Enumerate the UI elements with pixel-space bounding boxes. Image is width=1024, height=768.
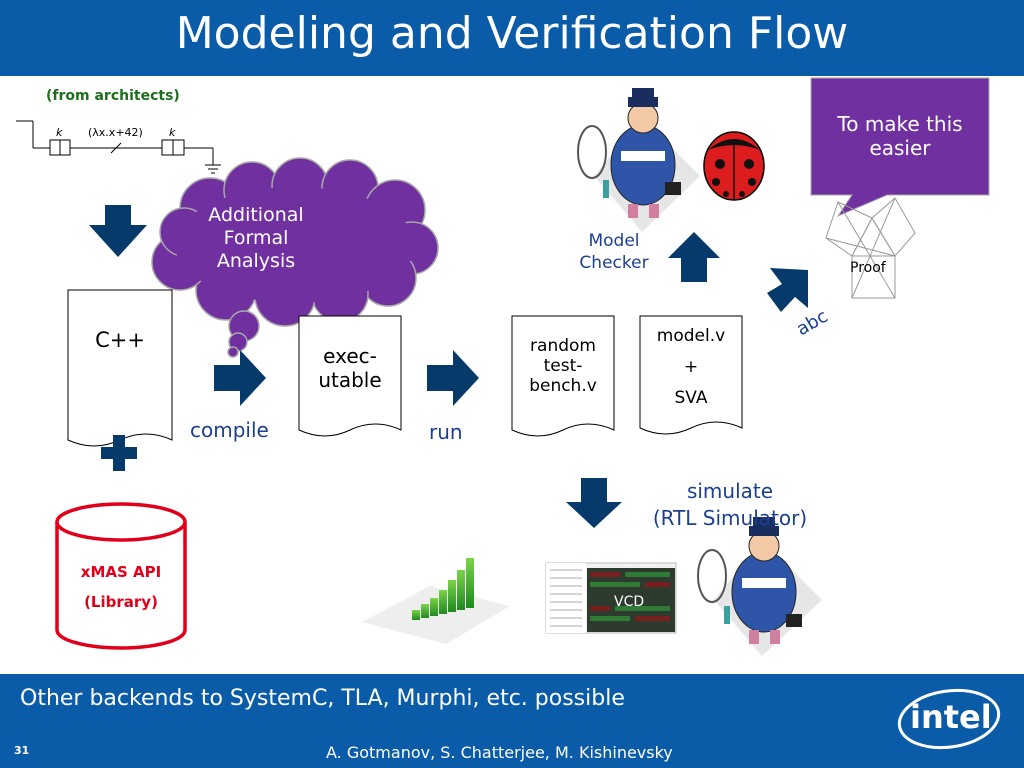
slide-number: 31: [14, 744, 30, 757]
intel-logo-text: intel: [910, 698, 992, 736]
simulate-arrow-icon: [566, 478, 622, 528]
model-document: [639, 315, 743, 435]
authors-text: A. Gotmanov, S. Chatterjee, M. Kishinevs…: [326, 743, 673, 762]
thought-cloud: [151, 157, 439, 358]
confidence-man-icon: [577, 88, 700, 232]
footer-text: Other backends to SystemC, TLA, Murphi, …: [20, 686, 625, 711]
proof-diagram: [825, 197, 916, 299]
circuit-schematic: [16, 120, 221, 174]
testbench-label: random test- bench.v: [512, 336, 614, 396]
title-bar: [0, 0, 1024, 76]
testbench-label-line2: test-: [543, 356, 583, 376]
vcd-label: VCD: [614, 594, 645, 610]
slide-title: Modeling and Verification Flow: [175, 8, 849, 59]
library-cylinder: [55, 502, 187, 650]
callout-text: To make this easier: [837, 112, 963, 160]
executable-document: [298, 315, 402, 437]
intel-logo: intel: [896, 686, 1002, 752]
vcd-waveform-image: [545, 562, 677, 634]
model-label-line1: model.v: [656, 326, 726, 346]
executable-label-line2: utable: [318, 368, 382, 392]
model-checker-line1: Model: [588, 231, 640, 251]
simulate-label: simulate (RTL Simulator): [630, 478, 830, 532]
callout-box: [810, 77, 990, 218]
model-checker-line2: Checker: [579, 253, 649, 273]
simulate-line1: simulate: [686, 479, 774, 503]
model-label: model.v + SVA: [640, 321, 742, 414]
down-arrow-icon: [89, 205, 147, 257]
confidence-man-icon-2: [697, 517, 822, 656]
run-label: run: [429, 420, 463, 444]
executable-label-line1: exec-: [323, 344, 377, 368]
cpp-label: C++: [95, 328, 145, 352]
library-subtitle: (Library): [84, 593, 158, 611]
cpp-document: [67, 289, 173, 447]
testbench-document: [511, 315, 615, 437]
testbench-label-line1: random: [530, 336, 596, 356]
bar-chart-illustration: [362, 558, 510, 644]
model-label-line2: +: [683, 357, 699, 377]
model-checker-label: Model Checker: [566, 230, 662, 274]
compile-arrow-icon: [214, 350, 266, 406]
up-arrow-icon: [668, 232, 720, 282]
proof-label: Proof: [850, 260, 886, 276]
architects-label: (from architects): [46, 88, 180, 104]
footer-bar: [0, 674, 1024, 768]
compile-label: compile: [190, 418, 269, 442]
plus-icon: [101, 435, 137, 471]
model-label-line3: SVA: [674, 388, 708, 408]
simulate-line2: (RTL Simulator): [652, 506, 808, 530]
circuit-right-k-label: k: [169, 126, 176, 139]
run-arrow-icon: [427, 350, 479, 406]
circuit-lambda-label: (λx.x+42): [88, 126, 143, 139]
formal-analysis-text: Additional Formal Analysis: [208, 204, 304, 272]
circuit-left-k-label: k: [56, 126, 63, 139]
ladybug-icon: [703, 131, 765, 201]
library-title: xMAS API: [80, 563, 162, 581]
executable-label: exec- utable: [299, 344, 401, 392]
testbench-label-line3: bench.v: [529, 376, 597, 396]
abc-arrow-icon: [767, 268, 808, 312]
